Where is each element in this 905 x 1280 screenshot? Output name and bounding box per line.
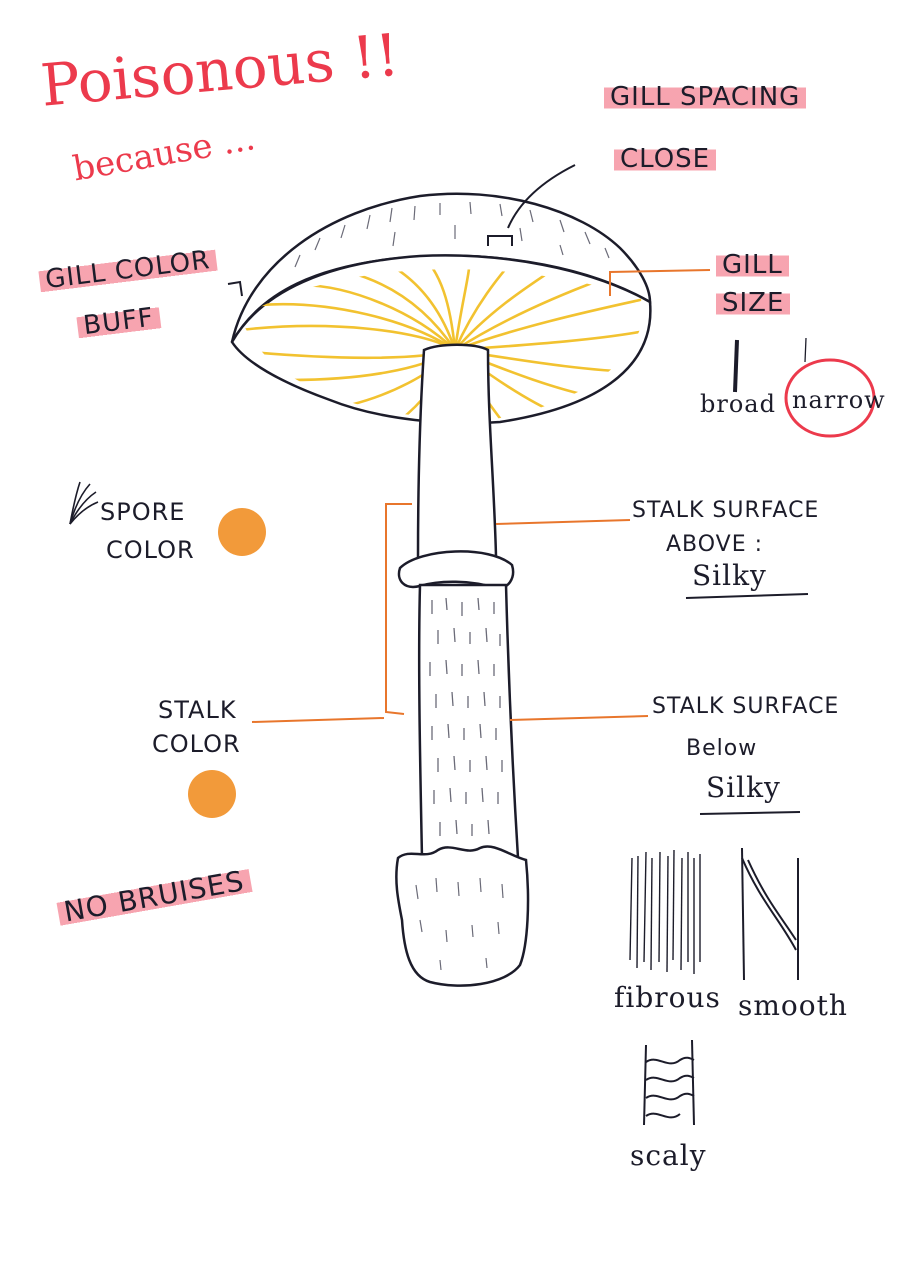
narrow-mark bbox=[805, 338, 806, 362]
smooth-label: smooth bbox=[738, 992, 848, 1020]
broad-mark bbox=[735, 340, 737, 392]
smooth-texture-icon bbox=[742, 848, 798, 980]
stalk-surface-above-label: STALK SURFACE bbox=[632, 500, 819, 522]
lower-stalk bbox=[419, 585, 518, 858]
volva bbox=[396, 847, 528, 986]
silky-above-underline bbox=[686, 594, 808, 598]
stalk-surface-below-label-2: Below bbox=[686, 738, 757, 760]
stalk-surface-below-label: STALK SURFACE bbox=[652, 696, 839, 718]
stalk-surface-above-value: Silky bbox=[692, 562, 767, 590]
silky-below-underline bbox=[700, 812, 800, 814]
narrow-label: narrow bbox=[792, 388, 886, 412]
fibrous-texture-icon bbox=[630, 850, 700, 974]
feather-strokes-icon bbox=[70, 482, 98, 524]
stalk-surface-above-label-2: ABOVE : bbox=[666, 534, 763, 556]
gill-size-label-2: SIZE bbox=[716, 290, 790, 316]
scaly-label: scaly bbox=[630, 1142, 707, 1170]
scaly-texture-icon bbox=[644, 1040, 694, 1125]
gill-size-label: GILL bbox=[716, 252, 789, 278]
stalk-color-swatch bbox=[188, 770, 236, 818]
broad-label: broad bbox=[700, 392, 776, 416]
gill-color-leader bbox=[228, 282, 242, 296]
stalk-color-label: STALK bbox=[158, 698, 237, 722]
stalk-ring bbox=[399, 551, 513, 588]
gill-spacing-label: GILL SPACING bbox=[604, 84, 806, 110]
fibrous-label: fibrous bbox=[614, 984, 721, 1012]
spore-color-label-2: COLOR bbox=[106, 538, 195, 562]
stalk-color-label-2: COLOR bbox=[152, 732, 241, 756]
gill-spacing-value: CLOSE bbox=[614, 146, 716, 172]
upper-stalk bbox=[418, 345, 496, 558]
spore-color-swatch bbox=[218, 508, 266, 556]
spore-color-label: SPORE bbox=[100, 500, 185, 524]
stalk-surface-below-value: Silky bbox=[706, 774, 781, 802]
